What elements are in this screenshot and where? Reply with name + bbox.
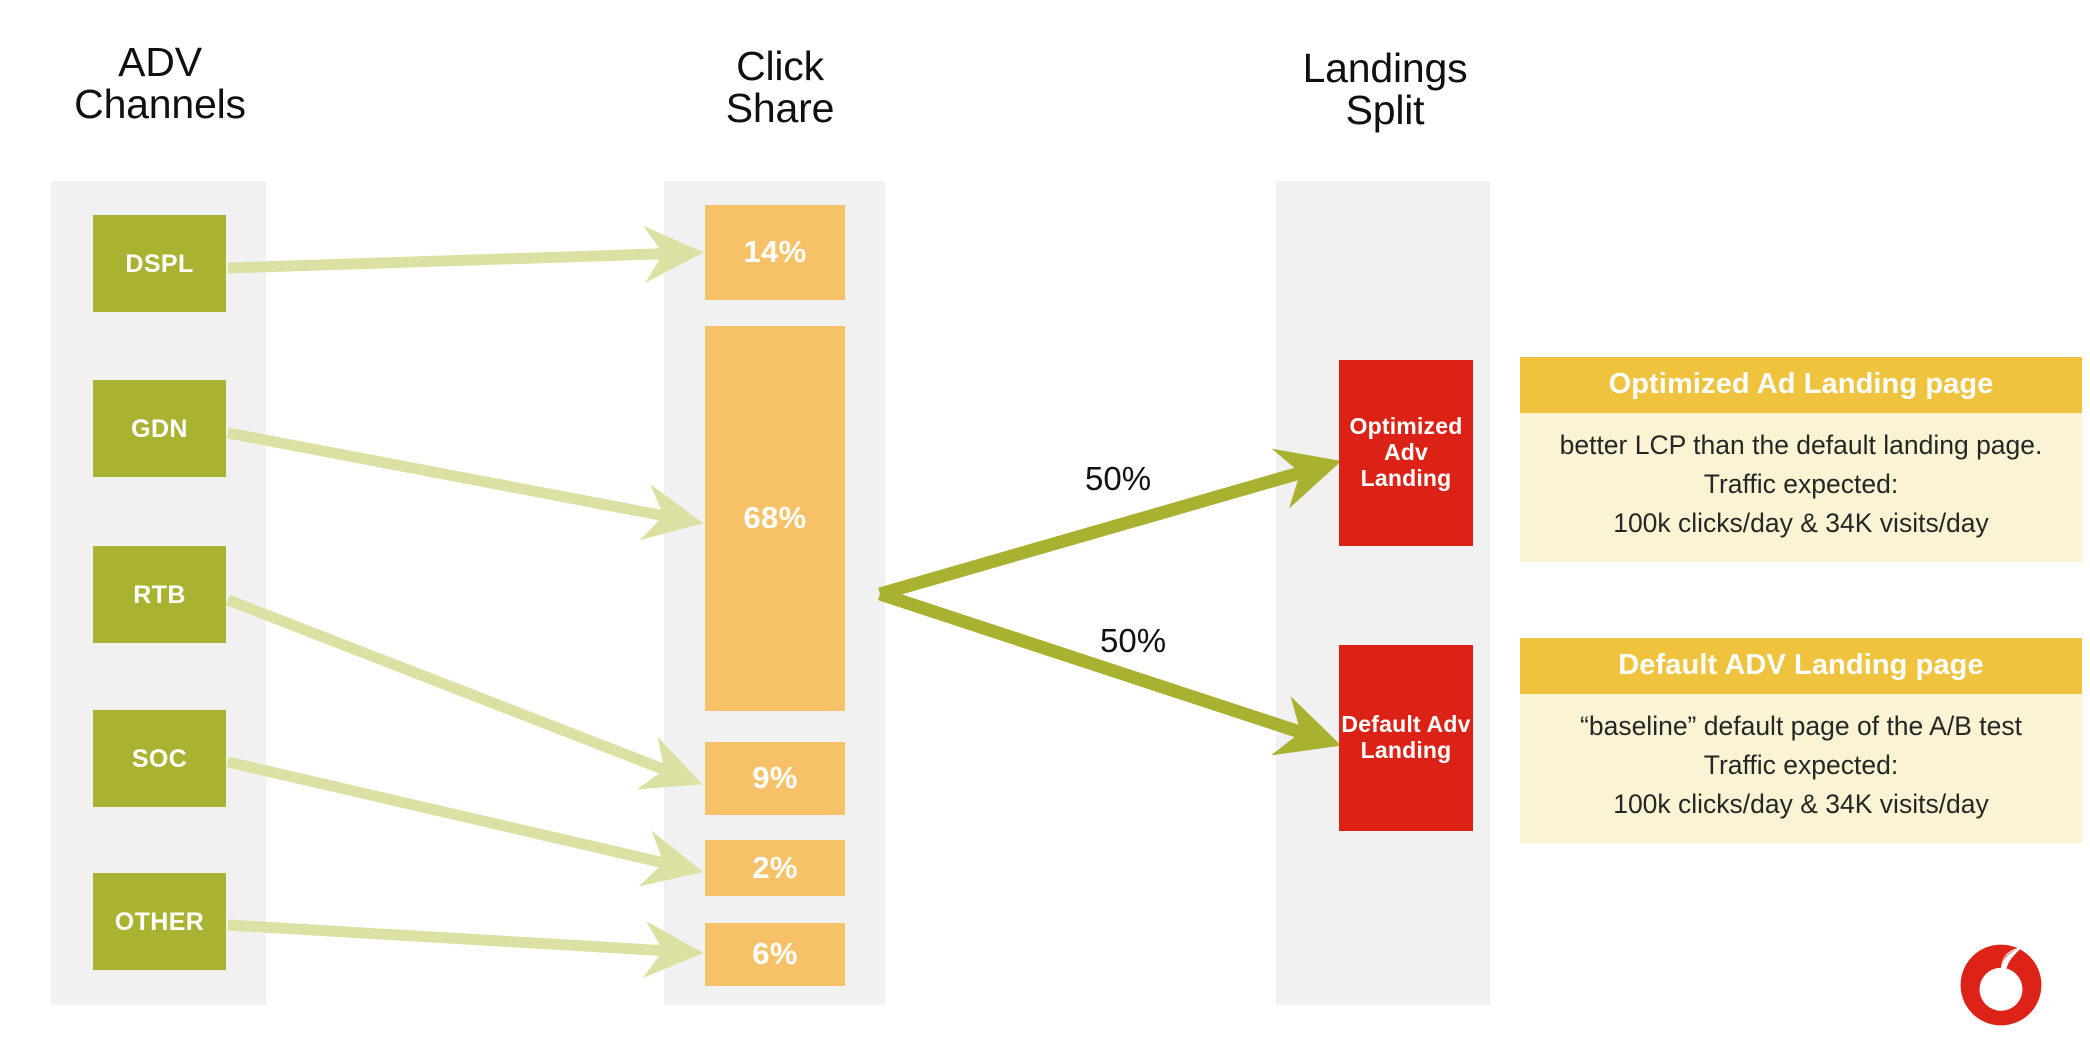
- info-card-optimized-ad-landing-page: Optimized Ad Landing page better LCP tha…: [1520, 357, 2082, 562]
- flow-other-to-6: [227, 919, 704, 979]
- flow-dspl-to-14: [227, 225, 704, 283]
- column-band-landings-split: [1276, 181, 1490, 1005]
- adv-channel-box-other[interactable]: OTHER: [93, 873, 226, 970]
- info-card-body-optimized: better LCP than the default landing page…: [1559, 430, 2043, 539]
- click-share-box-68[interactable]: 68%: [705, 326, 845, 711]
- vodafone-logo-icon: [1960, 944, 2042, 1026]
- column-title-adv-channels: ADV Channels: [74, 39, 246, 127]
- column-title-click-share: Click Share: [725, 43, 835, 131]
- landing-box-optimized-adv-landing[interactable]: Optimized Adv Landing: [1339, 360, 1473, 546]
- click-share-box-14[interactable]: 14%: [705, 205, 845, 300]
- flow-rtb-to-9: [226, 594, 703, 790]
- adv-channel-box-soc[interactable]: SOC: [93, 710, 226, 807]
- landing-box-default-adv-landing[interactable]: Default Adv Landing: [1339, 645, 1473, 831]
- adv-channel-box-gdn[interactable]: GDN: [93, 380, 226, 477]
- info-card-header-optimized: Optimized Ad Landing page: [1520, 357, 2082, 413]
- click-share-box-6[interactable]: 6%: [705, 923, 845, 986]
- split-label-optimized: 50%: [1085, 460, 1152, 497]
- info-card-body-default: “baseline” default page of the A/B test …: [1580, 711, 2022, 820]
- split-label-default: 50%: [1100, 622, 1167, 659]
- info-card-header-default: Default ADV Landing page: [1520, 638, 2082, 694]
- flow-soc-to-2: [226, 756, 704, 887]
- flow-gdn-to-68: [226, 427, 704, 541]
- adv-channel-box-dspl[interactable]: DSPL: [93, 215, 226, 312]
- info-card-default-adv-landing-page: Default ADV Landing page “baseline” defa…: [1520, 638, 2082, 843]
- click-share-box-2[interactable]: 2%: [705, 840, 845, 896]
- click-share-box-9[interactable]: 9%: [705, 742, 845, 815]
- column-title-landings-split: Landings Split: [1302, 45, 1468, 133]
- flow-split-to-default: [877, 587, 1342, 756]
- adv-channel-box-rtb[interactable]: RTB: [93, 546, 226, 643]
